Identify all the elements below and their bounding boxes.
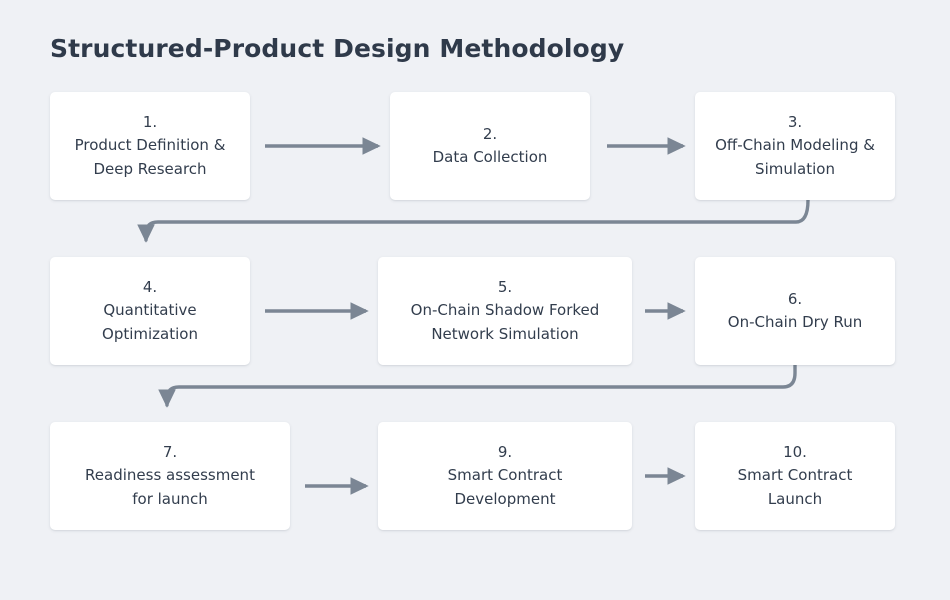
flow-node-4-label: Quantitative Optimization — [102, 301, 198, 343]
flow-node-6[interactable]: 6. On-Chain Dry Run — [695, 257, 895, 365]
edge-3-to-4 — [137, 198, 810, 243]
flow-node-2-label: Data Collection — [432, 148, 548, 166]
edge-6-to-7 — [158, 363, 797, 408]
flow-node-9-number: 9. — [497, 443, 513, 462]
flow-node-3-number: 3. — [787, 113, 803, 132]
flow-node-2-number: 2. — [482, 124, 498, 143]
flow-node-1-number: 1. — [142, 113, 158, 132]
flow-node-7-number: 7. — [162, 443, 178, 462]
flow-node-7[interactable]: 7. Readiness assessment for launch — [50, 422, 290, 530]
flow-node-10-number: 10. — [783, 443, 807, 462]
flow-node-10[interactable]: 10. Smart Contract Launch — [695, 422, 895, 530]
flow-node-9[interactable]: 9. Smart Contract Development — [378, 422, 632, 530]
flow-node-5-label: On-Chain Shadow Forked Network Simulatio… — [410, 301, 600, 343]
flow-node-10-label: Smart Contract Launch — [737, 466, 853, 508]
flow-node-1-label: Product Definition & Deep Research — [74, 136, 226, 178]
flow-node-4[interactable]: 4. Quantitative Optimization — [50, 257, 250, 365]
flow-node-3[interactable]: 3. Off-Chain Modeling & Simulation — [695, 92, 895, 200]
flow-node-4-number: 4. — [142, 278, 158, 297]
flow-node-5[interactable]: 5. On-Chain Shadow Forked Network Simula… — [378, 257, 632, 365]
flow-node-7-label: Readiness assessment for launch — [85, 466, 255, 508]
flow-node-1[interactable]: 1. Product Definition & Deep Research — [50, 92, 250, 200]
flow-node-6-number: 6. — [787, 289, 803, 308]
flow-node-3-label: Off-Chain Modeling & Simulation — [715, 136, 875, 178]
flow-node-6-label: On-Chain Dry Run — [727, 313, 863, 331]
flow-node-2[interactable]: 2. Data Collection — [390, 92, 590, 200]
page-title: Structured-Product Design Methodology — [50, 34, 625, 63]
flow-node-9-label: Smart Contract Development — [447, 466, 563, 508]
flow-node-5-number: 5. — [497, 278, 513, 297]
